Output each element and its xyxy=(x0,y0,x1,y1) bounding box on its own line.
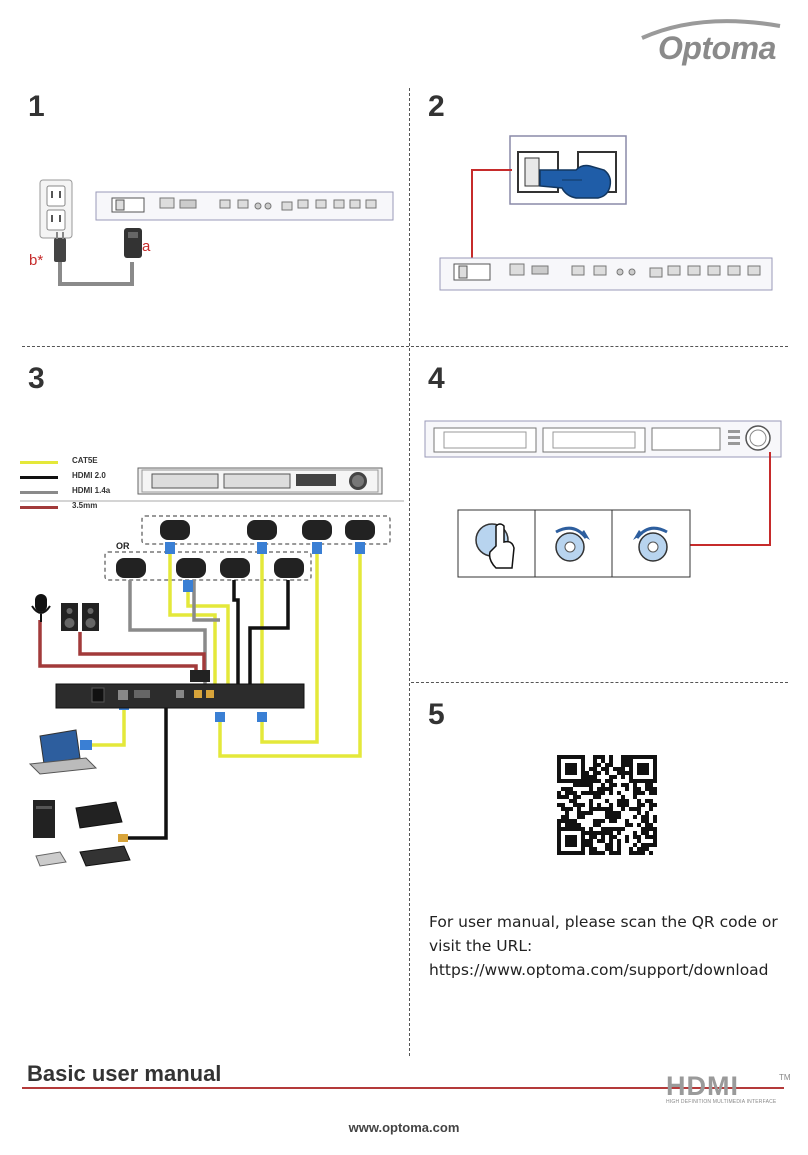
rotate-clockwise-icon xyxy=(555,526,590,562)
horizontal-divider-top xyxy=(22,346,788,347)
switcher-rear-panel-icon xyxy=(55,683,305,709)
switcher-rear-panel-icon xyxy=(95,191,394,221)
receiver-units-icon xyxy=(116,520,375,578)
power-cord-icon xyxy=(54,228,142,286)
legend-label: HDMI 1.4a xyxy=(72,486,111,495)
power-cord-label-a: a xyxy=(142,238,151,255)
document-title: Basic user manual xyxy=(27,1061,222,1086)
wall-outlet-icon xyxy=(39,179,73,239)
or-label: OR xyxy=(116,541,130,551)
callout-line xyxy=(471,169,512,262)
speakers-icon xyxy=(61,603,99,631)
step-number-2: 2 xyxy=(428,90,445,123)
switcher-front-panel-icon xyxy=(424,420,782,458)
logo-text: Optoma xyxy=(658,30,776,66)
legend-swatch xyxy=(20,476,58,479)
press-knob-icon xyxy=(475,523,515,569)
optoma-logo: Optoma xyxy=(640,18,795,73)
pointing-hand-icon xyxy=(539,164,612,199)
step-number-1: 1 xyxy=(28,90,45,123)
receiver-front-panel-icon xyxy=(137,467,383,495)
horizontal-divider-right xyxy=(411,682,788,683)
legend-swatch xyxy=(20,491,58,494)
legend-swatch xyxy=(20,461,58,464)
switcher-rear-panel-icon xyxy=(439,257,773,291)
power-cord-label-b: b* xyxy=(29,252,44,269)
hdmi-logo-text: HDMI xyxy=(666,1071,739,1101)
display-group-bottom xyxy=(104,551,312,581)
callout-line xyxy=(690,452,771,546)
step-number-4: 4 xyxy=(428,362,445,395)
hdmi-trademark: TM xyxy=(779,1073,791,1082)
step-number-3: 3 xyxy=(28,362,45,395)
router-icon xyxy=(35,851,67,867)
laptop-icon xyxy=(28,729,98,775)
qr-code[interactable] xyxy=(556,753,658,857)
support-text-line-2: visit the URL: xyxy=(429,937,533,955)
vertical-divider xyxy=(409,88,410,1056)
legend-label: 3.5mm xyxy=(72,501,98,510)
rotate-counterclockwise-icon xyxy=(633,526,668,562)
microphone-icon xyxy=(31,594,51,622)
hdmi-logo: HDMI TM HIGH DEFINITION MULTIMEDIA INTER… xyxy=(666,1071,791,1105)
support-url[interactable]: https://www.optoma.com/support/download xyxy=(429,961,769,979)
footer-rule xyxy=(22,1087,784,1089)
game-console-icon xyxy=(75,801,123,829)
legend-label: HDMI 2.0 xyxy=(72,471,106,480)
legend-swatch xyxy=(20,506,58,509)
logo-swoosh-icon xyxy=(641,19,781,40)
bluray-player-icon xyxy=(79,845,131,867)
legend-label: CAT5E xyxy=(72,456,98,465)
website-link[interactable]: www.optoma.com xyxy=(348,1120,460,1135)
hdmi-tagline: HIGH DEFINITION MULTIMEDIA INTERFACE xyxy=(666,1099,777,1105)
support-instructions: For user manual, please scan the QR code… xyxy=(429,910,799,982)
pc-tower-icon xyxy=(33,800,55,838)
step-number-5: 5 xyxy=(428,698,445,731)
support-text-line-1: For user manual, please scan the QR code… xyxy=(429,913,778,931)
